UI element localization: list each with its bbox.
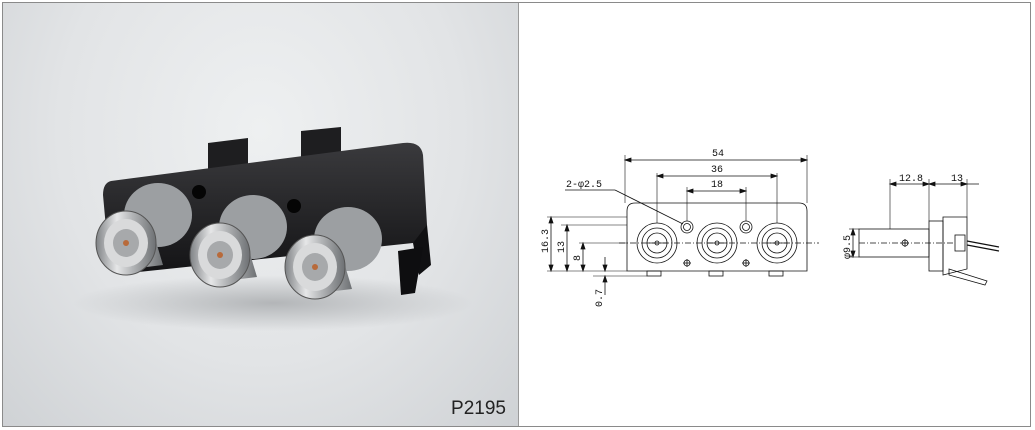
dim13-arrows — [564, 223, 570, 273]
dim54-arrows — [623, 157, 809, 163]
dim-side-diameter: φ9.5 — [843, 235, 854, 259]
front-hole-left — [680, 220, 694, 234]
dim-height-total: 16.3 — [541, 229, 552, 253]
front-foot-3 — [768, 270, 784, 277]
product-photo-panel: P2195 — [3, 3, 519, 426]
bnc-connector-1 — [95, 183, 192, 276]
mounting-hole-left — [192, 185, 206, 199]
dim13s-arrows — [927, 181, 969, 187]
side-terminal — [954, 234, 966, 252]
dim163-arrows — [548, 215, 554, 273]
hole-leader-line — [614, 189, 684, 225]
front-view — [547, 155, 819, 295]
product-photo — [73, 127, 473, 331]
side-bracket — [948, 268, 988, 286]
front-hole-right — [739, 220, 753, 234]
front-foot-2 — [708, 270, 724, 277]
dimension-drawing-panel: 54 36 18 2-φ2.5 16.3 13 8 0.7 12.8 13 φ9… — [519, 3, 1030, 426]
dim95-arrows — [850, 227, 856, 259]
dimension-drawing: 54 36 18 2-φ2.5 16.3 13 8 0.7 12.8 13 φ9… — [541, 149, 1000, 307]
front-foot-1 — [646, 270, 662, 277]
side-flange — [928, 220, 944, 272]
front-hole-right-inner — [742, 223, 750, 231]
dim128-arrows — [888, 181, 931, 187]
front-reference-marks — [683, 259, 750, 267]
floor-shadow — [73, 275, 473, 331]
bnc-connector-2 — [189, 195, 287, 288]
dim36-arrows — [655, 173, 779, 179]
front-body-outline — [626, 202, 808, 272]
mounting-hole-right — [287, 199, 301, 213]
dim-height-body: 13 — [557, 241, 568, 253]
bracket-foot — [398, 247, 423, 295]
side-pin-2 — [966, 244, 1000, 252]
mounting-tab-left — [208, 138, 248, 173]
side-body — [942, 216, 968, 276]
front-hole-left-inner — [683, 223, 691, 231]
bnc-connector-3 — [284, 207, 382, 300]
dim8-arrows — [580, 241, 586, 273]
side-pin-1 — [966, 240, 1000, 248]
dim-side-depth-b: 13 — [951, 174, 963, 185]
dim18-arrows — [685, 188, 748, 194]
dim07-arrows — [602, 264, 608, 283]
side-view — [849, 179, 1000, 286]
dim-side-depth-a: 12.8 — [899, 174, 923, 185]
dim-overall-width: 54 — [712, 149, 724, 160]
dim-outer-pitch: 36 — [711, 165, 723, 176]
mounting-tab-right — [301, 127, 341, 159]
dim-inner-pitch: 18 — [711, 180, 723, 191]
dim-hole-spec: 2-φ2.5 — [566, 180, 602, 191]
dim-offset: 0.7 — [595, 289, 606, 307]
model-number: P2195 — [451, 398, 506, 419]
dim-center-height: 8 — [573, 255, 584, 261]
